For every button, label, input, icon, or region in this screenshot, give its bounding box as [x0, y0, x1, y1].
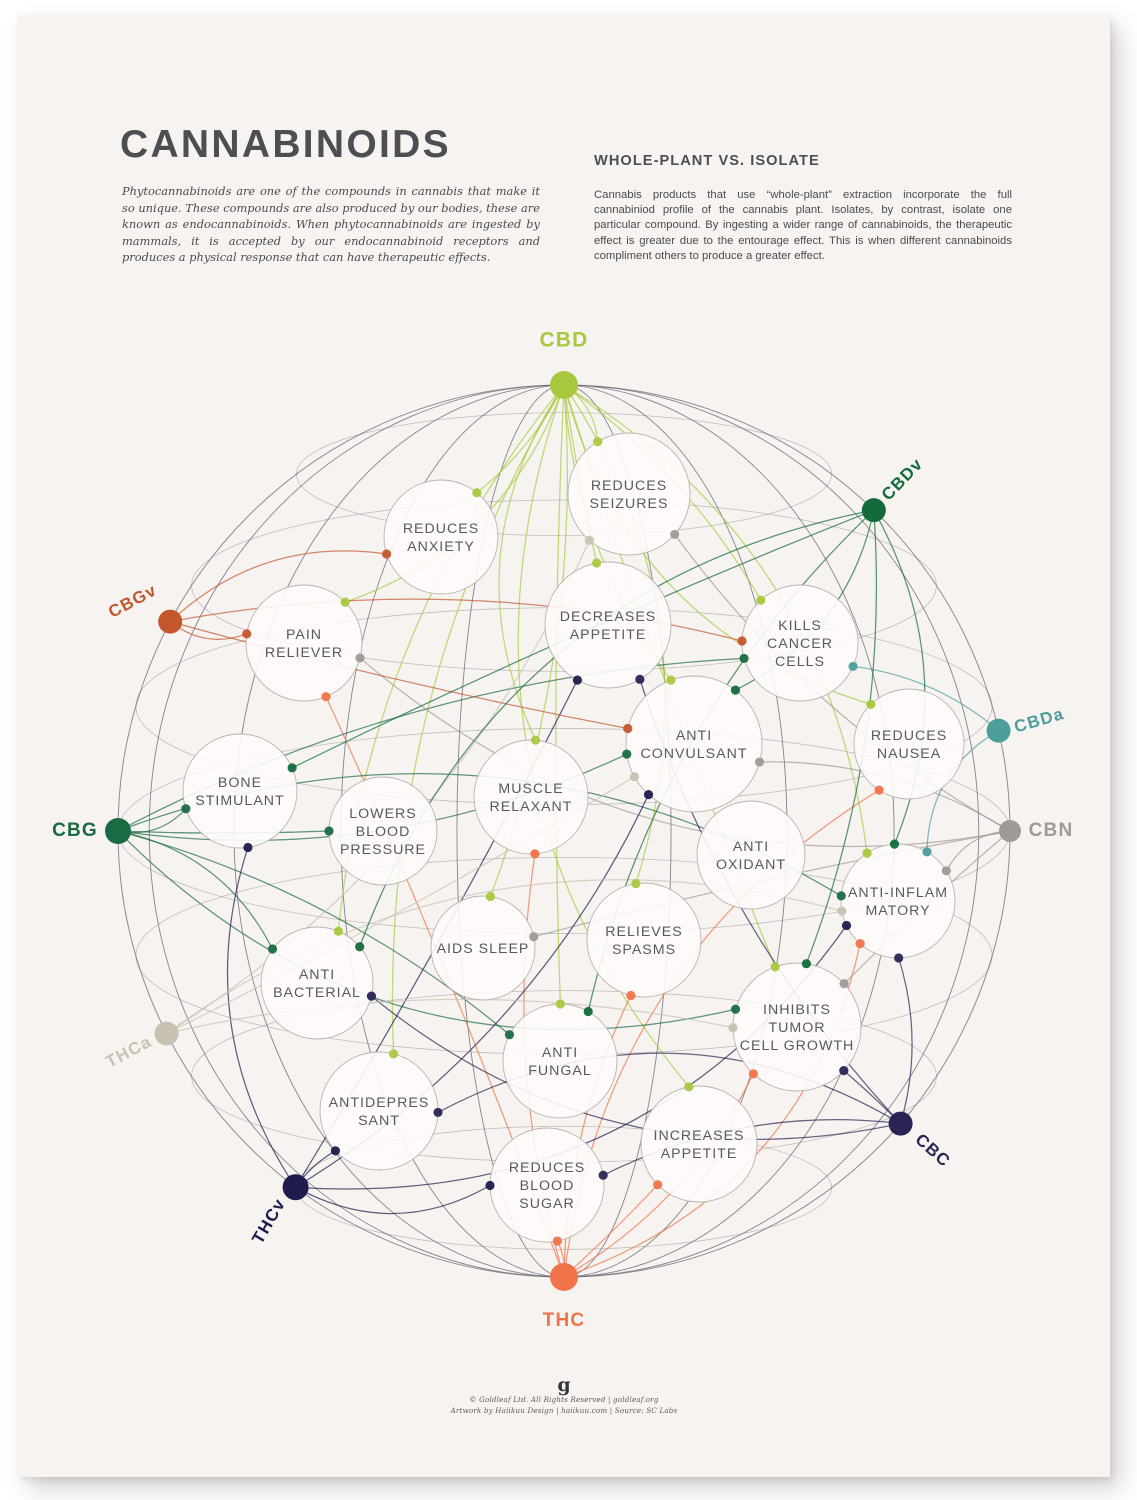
credits-line: Artwork by Haiikuu Design | haiikuu.com … [450, 1405, 678, 1415]
body-paragraph: Cannabis products that use “whole-plant”… [594, 189, 1012, 262]
goldleaf-logo: g [557, 1374, 571, 1396]
svg-text:CBC: CBC [912, 1130, 955, 1171]
svg-text:CBD: CBD [539, 329, 588, 352]
svg-text:THC: THC [543, 1310, 586, 1331]
copyright-line: © Goldleaf Ltd. All Rights Reserved | go… [469, 1395, 659, 1404]
poster-footer: g © Goldleaf Ltd. All Rights Reserved | … [18, 1375, 1110, 1416]
lead-paragraph: Phytocannabinoids are one of the compoun… [122, 184, 540, 265]
svg-text:CBGv: CBGv [105, 580, 160, 621]
page-title: CANNABINOIDS [120, 123, 451, 166]
svg-text:THCv: THCv [248, 1195, 289, 1247]
poster-header: CANNABINOIDS Phytocannabinoids are one o… [18, 15, 1110, 315]
svg-text:CBDv: CBDv [878, 454, 927, 504]
svg-text:CBG: CBG [52, 820, 98, 841]
poster-canvas: CANNABINOIDS Phytocannabinoids are one o… [18, 15, 1110, 1477]
svg-text:THCa: THCa [103, 1032, 155, 1072]
svg-text:CBN: CBN [1029, 820, 1074, 841]
section-subheading: WHOLE-PLANT VS. ISOLATE [594, 153, 820, 169]
svg-text:CBDa: CBDa [1012, 704, 1066, 736]
svg-text:AIDS SLEEP: AIDS SLEEP [437, 941, 530, 957]
